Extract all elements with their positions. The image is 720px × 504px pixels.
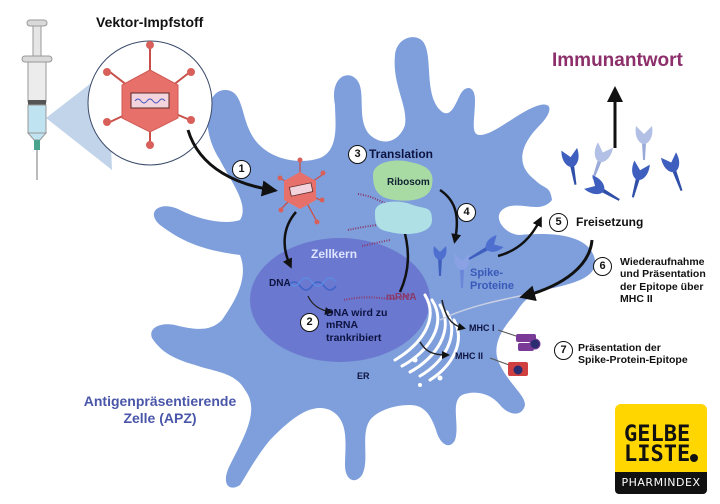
arrow-dna-to-mrna (307, 295, 333, 315)
step-7-text: Präsentation der Spike-Protein-Epitope (578, 342, 688, 367)
step-5-text: Freisetzung (576, 215, 644, 229)
step-6-line3: der Epitope über (620, 280, 704, 293)
arrow-step1 (186, 129, 278, 197)
arrow-to-mhc2 (419, 341, 450, 359)
step-6-line4: MHC II (620, 293, 653, 306)
step-2-line2: mRNA (326, 319, 359, 332)
immune-response-label: Immunantwort (552, 50, 683, 71)
arrow-step5 (497, 216, 542, 258)
step-6-line2: und Präsentation (620, 268, 706, 281)
ribosome-label: Ribosom (387, 177, 430, 188)
step-7-marker: 7 (554, 341, 573, 360)
mhc1-complex-icon (497, 329, 541, 351)
step-2-text: DNA wird zu mRNA trankribiert (326, 307, 387, 344)
logo-yellow-block: GELBE LISTE (615, 404, 707, 472)
step-2-line3: trankribiert (326, 331, 382, 344)
step-7-line1: Präsentation der (578, 342, 661, 354)
logo-line1: GELBE (624, 422, 691, 447)
step-7-line2: Spike-Protein-Epitope (578, 354, 688, 367)
step-2-line1: DNA wird zu (326, 307, 388, 319)
step-6-line1: Wiederaufnahme (620, 256, 705, 268)
step-1-marker: 1 (232, 160, 251, 179)
arrow-step4 (439, 188, 462, 244)
dna-helix-icon (287, 277, 337, 291)
arrow-step6 (519, 239, 594, 302)
spike-proteins-label-line2: Proteine (470, 279, 515, 292)
er-label: ER (357, 371, 370, 381)
mhc1-label: MHC I (469, 323, 495, 333)
arrow-virus-to-nucleus (282, 211, 297, 269)
nucleus-label: Zellkern (311, 247, 358, 261)
vector-virus-large-icon (103, 41, 195, 149)
arrow-to-mhc1 (441, 299, 466, 331)
mhc2-label: MHC II (455, 351, 483, 361)
syringe-icon (21, 19, 53, 180)
spike-proteins-label-line1: Spike- (470, 267, 504, 279)
nucleus (250, 238, 430, 362)
mrna-label: mRNA (386, 292, 417, 303)
spike-proteins-released (561, 126, 683, 201)
ribosome (373, 160, 433, 235)
step-5-marker: 5 (549, 213, 568, 232)
apz-label-line2: Zelle (APZ) (123, 409, 197, 426)
step-3-marker: 3 (348, 145, 367, 164)
mhc2-complex-icon (489, 357, 528, 376)
dna-label: DNA (269, 278, 291, 289)
logo-dot (690, 454, 698, 462)
step-3-text: Translation (369, 147, 434, 161)
vaccine-title: Vektor-Impfstoff (96, 14, 204, 30)
logo-subtitle: PHARMINDEX (615, 472, 707, 494)
step-2-marker: 2 (300, 313, 319, 332)
spike-proteins-cell (433, 234, 504, 288)
apz-label: Antigenpräsentierende Zelle (APZ) (80, 393, 240, 426)
logo-line2: LISTE (624, 442, 691, 467)
spike-proteins-label: Spike- Proteine (470, 267, 514, 293)
step-4-marker: 4 (457, 203, 476, 222)
step-6-text: Wiederaufnahme und Präsentation der Epit… (620, 256, 706, 306)
gelbe-liste-logo: GELBE LISTE PHARMINDEX (615, 404, 707, 494)
apz-label-line1: Antigenpräsentierende (83, 393, 237, 409)
step-6-marker: 6 (593, 257, 612, 276)
vector-virus-small-icon (277, 157, 326, 225)
mrna-strand (343, 293, 413, 301)
